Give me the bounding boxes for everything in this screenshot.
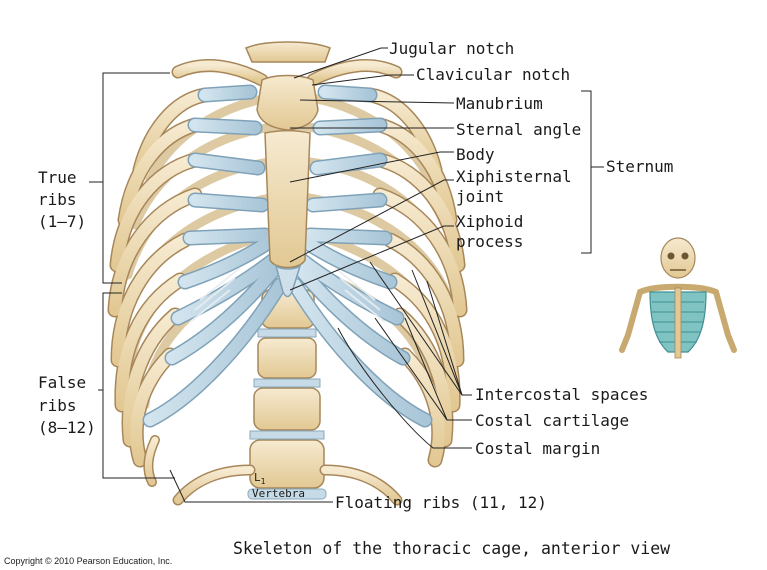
figure-caption: Skeleton of the thoracic cage, anterior …	[233, 539, 671, 558]
leader-intercostal-2	[411, 269, 463, 396]
label-l1-subscript: 1	[260, 477, 266, 487]
leader-clavicular-notch	[311, 74, 414, 86]
clavicles	[171, 41, 403, 87]
label-jugular-notch: Jugular notch	[389, 39, 515, 58]
rib-cage-illustration	[107, 41, 468, 506]
label-l1-letter: L	[254, 471, 261, 484]
leader-xiphoid-process	[289, 225, 454, 291]
leader-jugular-notch	[293, 47, 388, 79]
label-intercostal-spaces: Intercostal spaces	[475, 385, 649, 404]
leader-xiphisternal-joint	[289, 179, 454, 263]
skeleton-inset	[619, 237, 737, 359]
leader-costal-cartilage-2	[404, 317, 448, 421]
label-clavicular-notch: Clavicular notch	[416, 65, 571, 84]
ribs-left	[109, 89, 211, 466]
label-true-ribs-2: ribs	[38, 190, 77, 209]
sternum-illustration	[256, 74, 319, 298]
label-xiphisternal: Xiphisternal	[456, 167, 572, 186]
label-xiphoid-process: process	[456, 232, 524, 251]
label-costal-cartilage: Costal cartilage	[475, 411, 630, 430]
brackets	[89, 72, 604, 479]
copyright-notice: Copyright © 2010 Pearson Education, Inc.	[4, 556, 173, 566]
sternum-bracket	[581, 90, 592, 254]
false-ribs-bracket	[102, 292, 175, 479]
true-ribs-bracket	[102, 72, 170, 284]
label-l1: L1	[254, 472, 265, 488]
leader-intercostal-3	[426, 280, 463, 396]
leader-body	[289, 151, 454, 183]
label-manubrium: Manubrium	[456, 94, 543, 113]
label-false-ribs-1: False	[38, 373, 87, 392]
leader-lines	[169, 47, 472, 503]
leader-costal-margin	[337, 327, 472, 449]
leader-manubrium	[299, 99, 455, 104]
label-body: Body	[456, 145, 495, 164]
costal-cartilages	[144, 86, 431, 426]
ribs-right	[364, 89, 466, 466]
intercostal-membranes	[189, 267, 386, 323]
label-false-ribs-3: (8–12)	[38, 418, 96, 437]
label-sternum: Sternum	[606, 157, 674, 176]
label-xiphisternal-joint: joint	[456, 187, 505, 206]
label-true-ribs-1: True	[38, 168, 77, 187]
leader-floating-ribs	[169, 469, 333, 503]
label-costal-margin: Costal margin	[475, 439, 601, 458]
label-false-ribs-2: ribs	[38, 396, 77, 415]
label-floating-ribs: Floating ribs (11, 12)	[335, 493, 547, 512]
label-xiphoid: Xiphoid	[456, 212, 524, 231]
label-sternal-angle: Sternal angle	[456, 120, 582, 139]
floating-ribs	[143, 435, 403, 506]
label-true-ribs-3: (1–7)	[38, 212, 87, 231]
label-vertebra: Vertebra	[252, 487, 305, 500]
